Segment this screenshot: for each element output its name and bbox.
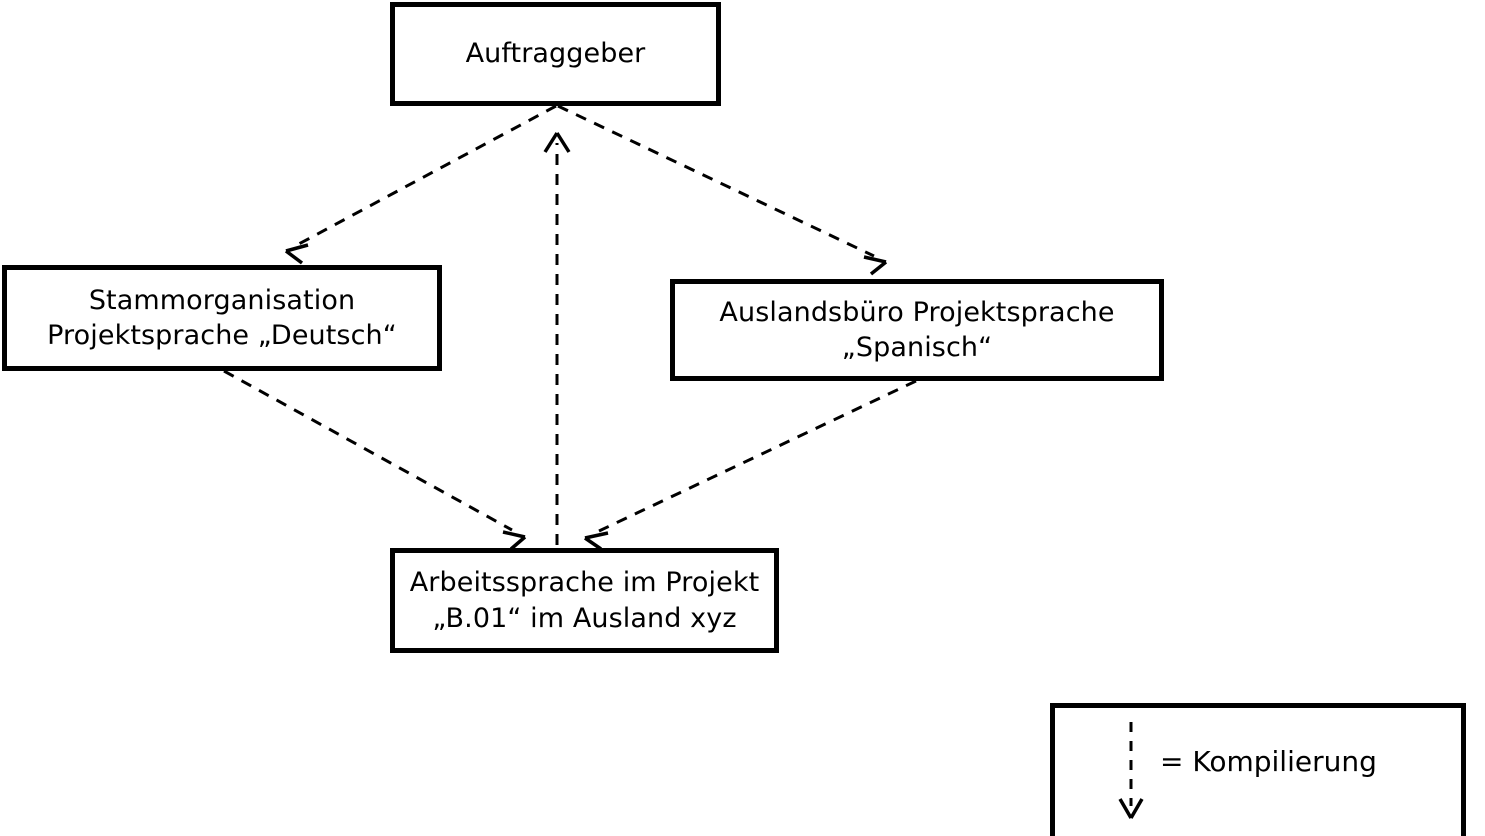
node-stammorganisation[interactable]: Stammorganisation Projektsprache „Deutsc… [2,265,442,371]
node-arbeitssprache[interactable]: Arbeitssprache im Projekt „B.01“ im Ausl… [390,548,779,653]
node-auftraggeber-label: Auftraggeber [465,38,646,70]
dashed-down-arrow-icon [1118,722,1144,819]
node-arbeitssprache-label: Arbeitssprache im Projekt „B.01“ im Ausl… [409,567,760,634]
node-auslandsbuero-label: Auslandsbüro Projektsprache „Spanisch“ [719,296,1115,363]
edge-arbeitssprache-to-auftraggeber [543,132,571,545]
node-stammorganisation-label: Stammorganisation Projektsprache „Deutsc… [47,284,397,351]
edge-stammorganisation-to-arbeitssprache [223,369,527,551]
legend-box [1050,703,1466,836]
edge-auslandsbuero-to-arbeitssprache [584,379,917,551]
node-auslandsbuero[interactable]: Auslandsbüro Projektsprache „Spanisch“ [670,279,1164,381]
edge-auftraggeber-to-auslandsbuero [557,104,888,276]
legend-label: = Kompilierung [1160,745,1377,778]
node-auftraggeber[interactable]: Auftraggeber [390,2,721,106]
edge-auftraggeber-to-stammorganisation [284,104,557,265]
